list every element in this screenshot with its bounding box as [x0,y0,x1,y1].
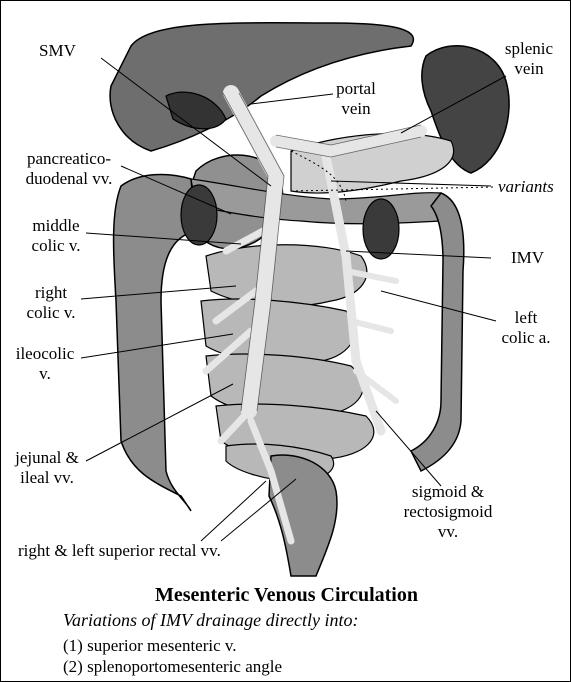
variant-paths [290,150,497,202]
leader-lines [80,57,507,542]
caption-item-2: (2) splenoportomesenteric angle [63,657,283,676]
venous-tree [202,85,427,545]
left-kidney [362,198,400,260]
label-jejunal-ileal: jejunal &ileal vv. [15,448,79,487]
label-pancreaticoduodenal: pancreatico-duodenal vv. [25,149,113,188]
venous-outline [222,92,422,412]
figure-subtitle: Variations of IMV drainage directly into… [63,610,359,630]
descending-colon [409,192,465,473]
caption-item-1: (1) superior mesenteric v. [63,636,237,655]
label-imv: IMV [511,248,545,267]
label-rectal: right & left superior rectal vv. [18,541,221,560]
right-kidney [180,184,218,246]
label-variants: variants [498,177,554,196]
figure-title: Mesenteric Venous Circulation [155,584,418,606]
rectum [268,454,338,577]
label-smv: SMV [39,41,76,60]
gallbladder [165,91,227,130]
